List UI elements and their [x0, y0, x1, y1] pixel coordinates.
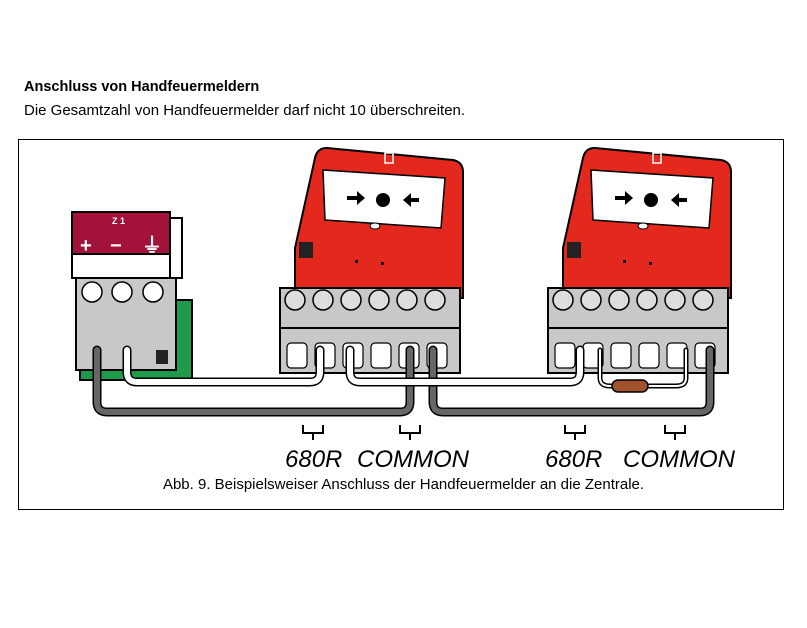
minus-label: −	[110, 235, 122, 257]
section-heading: Anschluss von Handfeuermeldern	[24, 79, 260, 95]
label-brackets	[302, 425, 686, 440]
fire-call-point-1	[279, 147, 464, 374]
panel-terminal-block: Z 1 + − ⏚	[71, 211, 193, 381]
label-680r-1: 680R	[285, 446, 342, 473]
figure-frame	[18, 139, 784, 510]
fire-call-point-2	[547, 147, 732, 374]
label-680r-2: 680R	[545, 446, 602, 473]
ground-label: ⏚	[142, 234, 162, 257]
figure-caption: Abb. 9. Beispielsweiser Anschluss der Ha…	[162, 476, 645, 493]
resistor-680r	[611, 379, 649, 393]
zone-label: Z 1	[112, 216, 125, 226]
label-common-1: COMMON	[357, 446, 470, 473]
label-common-2: COMMON	[623, 446, 736, 473]
section-subtitle: Die Gesamtzahl von Handfeuermelder darf …	[24, 102, 466, 119]
plus-label: +	[80, 235, 92, 257]
